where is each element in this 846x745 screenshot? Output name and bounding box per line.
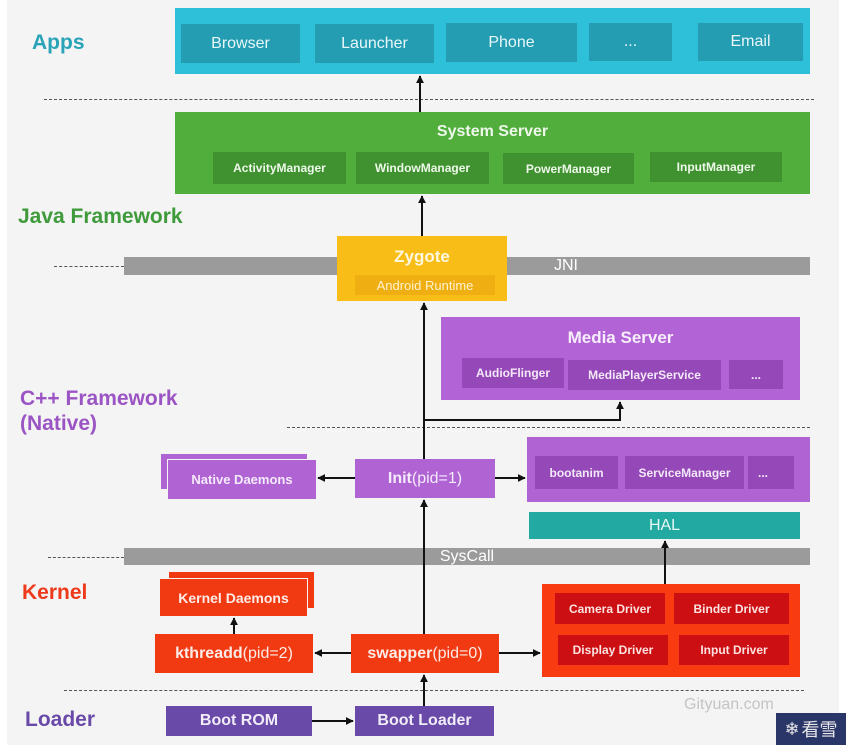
service-activity-manager[interactable]: ActivityManager — [213, 152, 346, 184]
native-more[interactable]: ... — [748, 456, 794, 489]
native-bootanim[interactable]: bootanim — [535, 456, 618, 489]
android-runtime[interactable]: Android Runtime — [355, 275, 495, 295]
separator-cpp — [287, 427, 810, 428]
init-process[interactable]: Init(pid=1) — [355, 459, 495, 498]
boot-loader[interactable]: Boot Loader — [355, 706, 494, 736]
kthreadd-process[interactable]: kthreadd(pid=2) — [155, 634, 313, 673]
layer-label-cpp-framework: C++ Framework (Native) — [20, 386, 178, 436]
swapper-pid: (pid=0) — [432, 644, 483, 662]
separator-jni-left — [54, 266, 124, 267]
media-audioflinger[interactable]: AudioFlinger — [462, 358, 564, 388]
kthreadd-pid: (pid=2) — [242, 644, 293, 662]
watermark-badge: ❄看雪 — [776, 713, 846, 745]
separator-syscall-left — [48, 557, 124, 558]
app-more[interactable]: ... — [589, 23, 672, 61]
media-mediaplayerservice[interactable]: MediaPlayerService — [568, 360, 721, 390]
system-server-title: System Server — [436, 123, 549, 140]
zygote-title: Zygote — [394, 247, 450, 266]
layer-label-java-framework: Java Framework — [18, 205, 183, 228]
separator-kernel-loader — [64, 690, 804, 691]
media-more[interactable]: ... — [729, 360, 783, 389]
layer-label-loader: Loader — [25, 708, 96, 731]
syscall-bar: SysCall — [124, 548, 810, 565]
init-name: Init — [387, 469, 412, 487]
layer-label-cpp-line1: C++ Framework — [20, 387, 178, 410]
app-phone[interactable]: Phone — [446, 23, 577, 62]
service-power-manager[interactable]: PowerManager — [503, 153, 634, 184]
native-daemons[interactable]: Native Daemons — [167, 459, 316, 499]
swapper-process[interactable]: swapper(pid=0) — [351, 634, 499, 673]
snowflake-icon: ❄ — [784, 718, 800, 739]
app-launcher[interactable]: Launcher — [315, 24, 434, 63]
init-pid: (pid=1) — [411, 469, 463, 487]
service-input-manager[interactable]: InputManager — [650, 152, 782, 182]
native-servicemanager[interactable]: ServiceManager — [625, 456, 744, 489]
swapper-name: swapper — [367, 644, 433, 662]
app-browser[interactable]: Browser — [181, 24, 300, 63]
layer-label-cpp-line2: (Native) — [20, 412, 98, 436]
driver-camera[interactable]: Camera Driver — [555, 593, 665, 624]
kthreadd-name: kthreadd — [175, 644, 243, 662]
hal-layer[interactable]: HAL — [529, 512, 800, 539]
media-server-title: Media Server — [567, 328, 674, 347]
app-email[interactable]: Email — [698, 23, 803, 61]
jni-label: JNI — [554, 257, 578, 274]
layer-label-apps: Apps — [32, 31, 85, 54]
watermark-badge-text: 看雪 — [801, 720, 838, 740]
watermark-text: Gityuan.com — [684, 696, 774, 713]
layer-label-kernel: Kernel — [22, 581, 88, 604]
separator-apps-java — [44, 99, 814, 100]
service-window-manager[interactable]: WindowManager — [356, 152, 489, 184]
driver-display[interactable]: Display Driver — [558, 635, 668, 665]
driver-binder[interactable]: Binder Driver — [674, 593, 789, 624]
boot-rom[interactable]: Boot ROM — [166, 706, 312, 736]
driver-input[interactable]: Input Driver — [679, 635, 789, 665]
kernel-daemons[interactable]: Kernel Daemons — [160, 578, 308, 616]
